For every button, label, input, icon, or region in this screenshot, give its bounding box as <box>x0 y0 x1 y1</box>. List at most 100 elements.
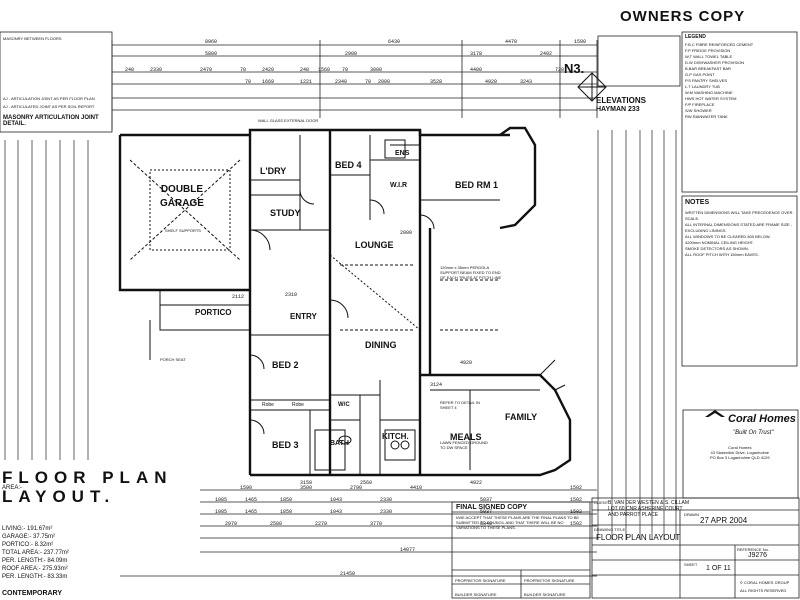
bottom-dim: 2330 <box>380 497 393 503</box>
drawing-title: FLOOR PLAN LAYOUT <box>596 533 681 542</box>
top-dim: 1221 <box>300 79 313 85</box>
area-row-label: PER. LENGTH:- <box>2 574 46 580</box>
top-dim: 4470 <box>505 39 518 45</box>
top-dim: 3243 <box>520 79 533 85</box>
top-dim: 70 <box>342 67 349 73</box>
bottom-dim: 1085 <box>215 509 228 515</box>
area-row-label: PER. LENGTH:- <box>2 558 46 564</box>
top-dim: 2340 <box>335 79 348 85</box>
top-dim: 2330 <box>150 67 163 73</box>
top-dim: 3528 <box>430 79 443 85</box>
bottom-dim: 1850 <box>280 497 293 503</box>
bottom-dim: 3500 <box>300 485 313 491</box>
legend-item: S/W SHOWER <box>685 108 712 113</box>
bottom-dim: 2580 <box>270 521 283 527</box>
client-lot: LOT 60 CNR ASHERINE COURT <box>608 506 683 512</box>
annotation-refer-kitch: REFER TO DETAIL IN SHEET 4 <box>440 400 480 410</box>
legend-item: L.T LAUNDRY TUB <box>685 84 720 89</box>
area-label: AREA:- <box>2 485 23 491</box>
masonry-legend-item: AJ - ARTICULATED JOINT AS PER SOIL REPOR… <box>3 104 95 109</box>
inner-dim: 3150 <box>300 480 313 486</box>
inner-dim: 3124 <box>430 382 443 388</box>
room-wc: W/C <box>338 402 350 408</box>
bottom-dim: 3770 <box>370 521 383 527</box>
reference-number: J9276 <box>748 552 768 559</box>
area-row-value: 237.77m² <box>43 550 69 556</box>
legend-item: P.S PANTRY SHELVES <box>685 78 728 83</box>
room-bath: BATH <box>330 440 349 447</box>
bottom-dim: 1085 <box>215 497 228 503</box>
area-row-value: 37.75m² <box>33 534 56 540</box>
signature-label: BUILDER SIGNATURE <box>524 592 566 597</box>
bottom-dim: 1043 <box>330 509 343 515</box>
inner-dim: 4920 <box>460 360 473 366</box>
legend-item: W.M WASHING MACHINE <box>685 90 733 95</box>
signature-label: BUILDER SIGNATURE <box>455 592 497 597</box>
bottom-dim: 1590 <box>240 485 253 491</box>
top-dim: 4920 <box>485 79 498 85</box>
top-dim: 6430 <box>388 39 401 45</box>
bottom-dim-total: 21450 <box>340 571 356 577</box>
top-dim: 240 <box>300 67 310 73</box>
top-dim: 2000 <box>378 79 391 85</box>
annotation-pergola: 120mm x 35mm PERGOLA SUPPORT BEAM FIXED … <box>440 265 502 280</box>
legend-title: LEGEND <box>685 34 706 40</box>
bottom-dim: 2790 <box>350 485 363 491</box>
signature-label: PROPRIETOR SIGNATURE <box>524 578 575 583</box>
floor-plan-title: FLOOR PLAN LAYOUT. <box>2 468 173 506</box>
annotation-shelf-supports: SHELF SUPPORTS <box>165 228 201 233</box>
area-table: LIVING:- 191.67m² GARAGE:- 37.75m² PORTI… <box>2 525 69 581</box>
rights-reserved: ALL RIGHTS RESERVED <box>740 588 787 593</box>
elevations-label: ELEVATIONS <box>596 96 646 105</box>
final-signed-body: I/WE ACCEPT THAT THESE PLANS ARE THE FIN… <box>456 515 580 530</box>
top-dim: 70 <box>245 79 252 85</box>
top-dim: 3000 <box>370 67 383 73</box>
bottom-dim: 1043 <box>330 497 343 503</box>
annotation-lawn-fence: LAWN FENCED GROUND TO DW SPACE <box>440 440 488 450</box>
area-row-value: 84.09m <box>47 558 68 564</box>
plan-code: N3. <box>564 61 585 76</box>
area-row-label: PORTICO:- <box>2 542 33 548</box>
notes-list: WRITTEN DIMENSIONS WILL TAKE PRECEDENCE … <box>685 210 795 258</box>
elevation-name: HAYMAN 233 <box>596 106 640 113</box>
room-bed1: BED RM 1 <box>455 180 499 190</box>
top-dim: 70 <box>240 67 247 73</box>
area-row-label: TOTAL AREA:- <box>2 550 42 556</box>
legend-item: RW RAINWATER TANK <box>685 114 728 119</box>
sheet-label: SHEET <box>684 562 698 567</box>
top-dim: 8960 <box>205 39 218 45</box>
room-laundry: L'DRY <box>260 166 287 176</box>
bottom-dim: 14077 <box>400 547 416 553</box>
top-dim: 5800 <box>205 51 218 57</box>
room-wir: W.I.R <box>390 182 408 189</box>
inner-dim: 2000 <box>400 230 413 236</box>
room-portico: PORTICO <box>195 308 232 317</box>
inner-dim: 2310 <box>285 292 298 298</box>
bottom-dim: 2270 <box>315 521 328 527</box>
drawn-date: 27 APR 2004 <box>700 516 748 525</box>
bottom-dim: 1502 <box>570 509 583 515</box>
bottom-dim: 1502 <box>570 521 583 527</box>
bottom-dim: 2330 <box>380 509 393 515</box>
company-logo-text: Coral Homes <box>728 413 796 425</box>
bottom-dim: 1502 <box>570 485 583 491</box>
room-lounge: LOUNGE <box>355 240 394 250</box>
bottom-dim: 1465 <box>245 497 258 503</box>
robe-label: Robe <box>292 402 304 408</box>
top-dim: 1669 <box>262 79 275 85</box>
final-signed-title: FINAL SIGNED COPY <box>456 504 528 511</box>
room-bed2: BED 2 <box>272 360 299 370</box>
room-double-garage: DOUBLE GARAGE <box>160 184 204 209</box>
company-address: Coral Homes 43 Sickerdick Drive, Loganho… <box>710 445 770 460</box>
room-bed3: BED 3 <box>272 440 299 450</box>
legend-item: F.B.C FIBRE REINFORCED CEMENT <box>685 42 754 47</box>
area-row-value: 191.67m² <box>27 526 53 532</box>
notes-title: NOTES <box>685 199 710 206</box>
room-bed4: BED 4 <box>335 160 362 170</box>
bottom-dim: 1465 <box>245 509 258 515</box>
client-label: CLIENT <box>594 500 609 505</box>
top-dim: 70 <box>365 79 372 85</box>
masonry-legend-title: MASONRY ARTICULATION JOINT DETAIL. <box>3 115 99 127</box>
legend-item: W.T WALL TOWEL TABLE <box>685 54 733 59</box>
company-slogan: "Built On Trust" <box>733 430 774 436</box>
